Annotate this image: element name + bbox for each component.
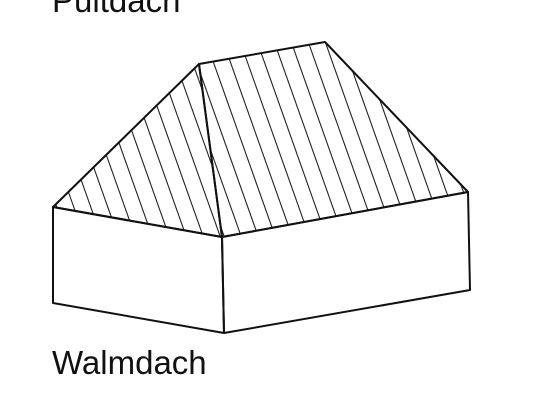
roof-hatch-line xyxy=(354,42,434,237)
roof-hatch-line xyxy=(199,42,264,237)
roof-hatch-line xyxy=(78,64,158,237)
roof-hatch-line xyxy=(235,42,315,237)
roof-hatch-line xyxy=(303,42,383,237)
roof-hatching-main xyxy=(199,30,546,250)
roof-hatch-line xyxy=(112,64,192,237)
label-pultdach: Pultdach xyxy=(52,0,181,19)
roof-hatch-line xyxy=(422,42,468,237)
roof-hip-face xyxy=(52,63,223,238)
roof-hatch-line xyxy=(337,42,417,237)
roof-hatch-line xyxy=(53,64,73,237)
roof-hatch-line xyxy=(201,42,281,237)
roof-hatch-line xyxy=(439,42,468,237)
roof-main-face xyxy=(198,41,469,238)
roof-hatch-line xyxy=(269,42,349,237)
roof-hatch-line xyxy=(61,64,141,237)
roof-hatch-line xyxy=(474,30,546,250)
wall-side-face xyxy=(221,191,471,334)
roof-hatch-line xyxy=(53,64,90,237)
roof-hatch-line xyxy=(388,42,468,237)
roof-hatch-line xyxy=(252,42,332,237)
wall-front-face xyxy=(52,206,225,334)
roof-hatch-line xyxy=(0,30,38,250)
roof-hatch-line xyxy=(53,64,107,237)
roof-hatch-line xyxy=(218,42,298,237)
roof-hatch-line xyxy=(53,64,56,237)
roof-hatching-front xyxy=(0,30,222,250)
label-walmdach: Walmdach xyxy=(52,344,207,381)
roof-hatch-line xyxy=(129,64,209,237)
roof-hatch-line xyxy=(371,42,451,237)
